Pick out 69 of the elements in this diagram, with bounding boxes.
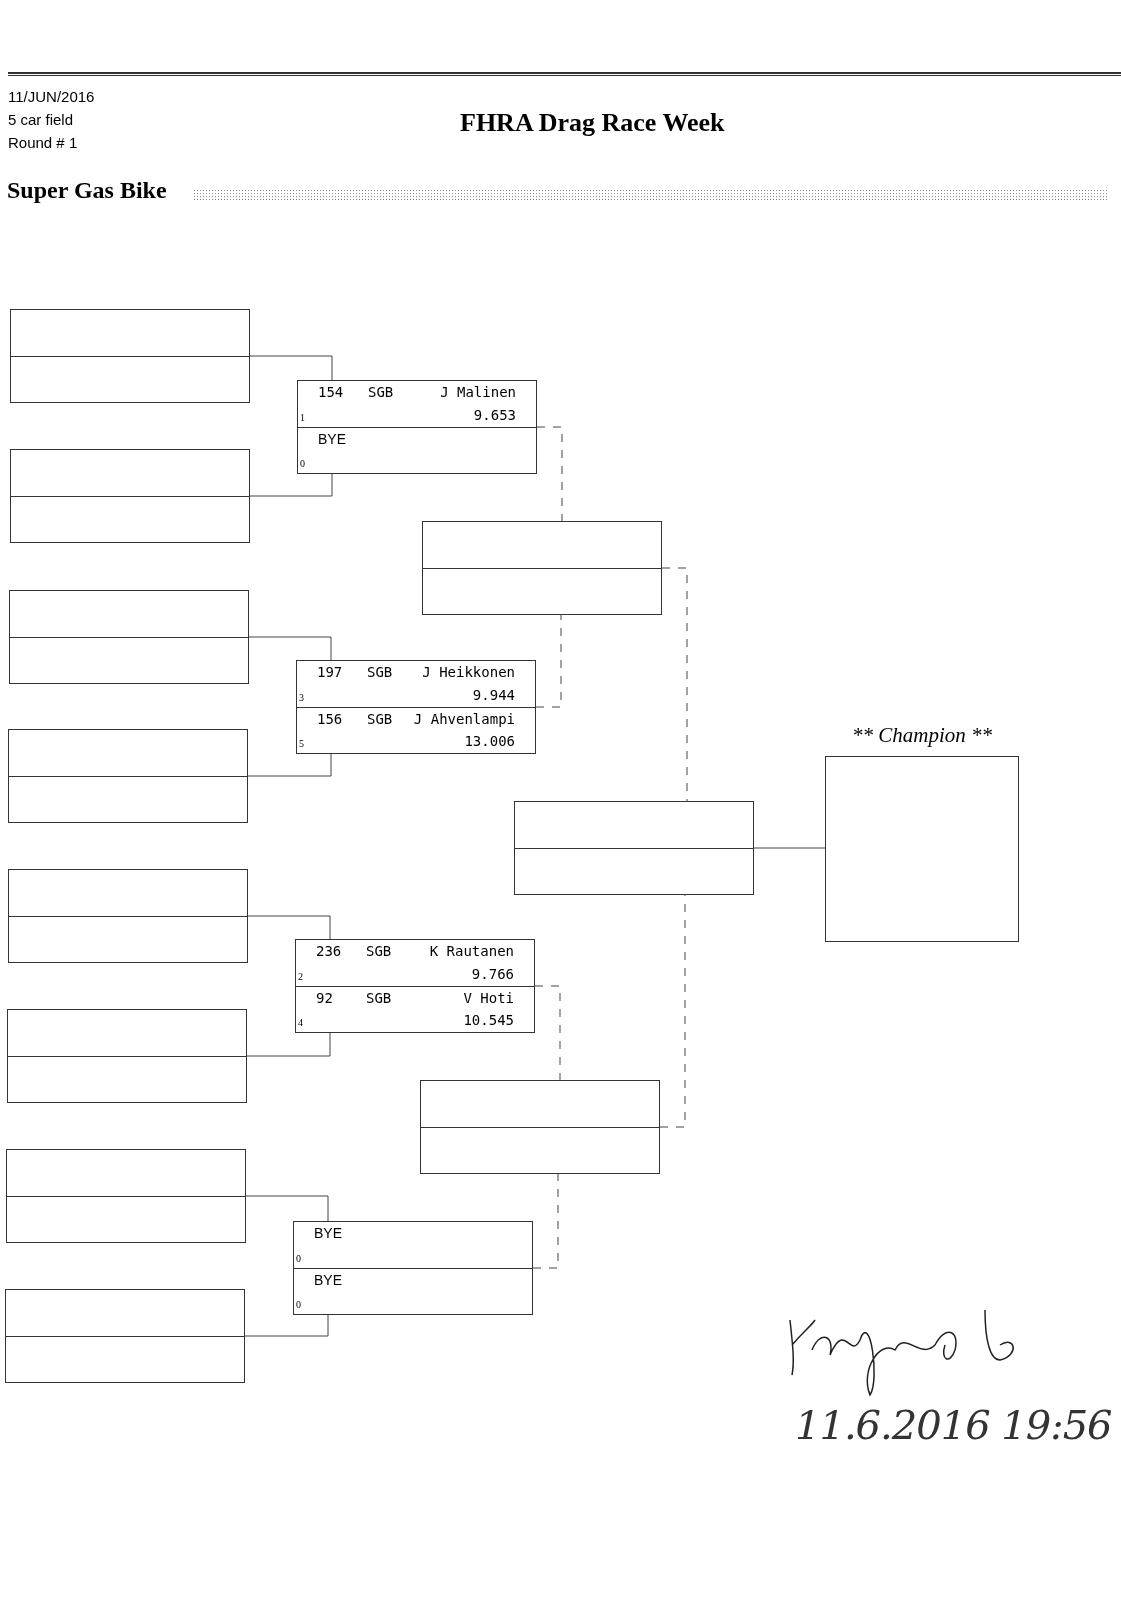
class-code: SGB xyxy=(368,383,394,402)
rider-name: K Rautanen xyxy=(429,942,514,961)
elapsed-time: 9.944 xyxy=(472,685,515,705)
champion-box xyxy=(825,756,1019,942)
bracket-box xyxy=(8,729,248,823)
elapsed-time: 9.766 xyxy=(471,964,514,984)
car-number: 236 xyxy=(316,942,342,961)
bracket-box xyxy=(10,449,250,543)
bye-text: BYE xyxy=(318,429,346,449)
lane-number: 5 xyxy=(299,737,304,751)
elapsed-time: 9.653 xyxy=(473,405,516,425)
bye-text: BYE xyxy=(314,1224,342,1243)
lane-number: 0 xyxy=(296,1251,301,1266)
champion-heading: ** Champion ** xyxy=(852,723,992,747)
bracket-line xyxy=(245,1195,329,1222)
bracket-box xyxy=(6,1149,246,1243)
bracket-line xyxy=(535,614,562,708)
bracket-line xyxy=(247,915,331,940)
bracket-line xyxy=(244,1314,329,1337)
bracket-box xyxy=(420,1080,660,1174)
title: FHRA Drag Race Week xyxy=(460,107,725,139)
bracket-line xyxy=(247,753,332,777)
round-text: Round # 1 xyxy=(8,133,78,153)
class-code: SGB xyxy=(367,663,393,682)
lane-number: 2 xyxy=(298,969,303,984)
rider-name: J Ahvenlampi xyxy=(413,709,515,729)
car-number: 92 xyxy=(316,988,333,1008)
elapsed-time: 13.006 xyxy=(464,732,515,751)
lane-number: 0 xyxy=(300,457,305,471)
lane-number: 3 xyxy=(299,690,304,705)
bracket-box xyxy=(8,869,248,963)
bracket-line xyxy=(248,636,332,661)
bracket-box xyxy=(296,660,536,754)
bracket-line xyxy=(532,1173,559,1269)
bracket-line xyxy=(753,847,826,849)
bracket-box xyxy=(422,521,662,615)
bracket-box xyxy=(9,590,249,684)
bye-text: BYE xyxy=(314,1270,342,1290)
car-number: 154 xyxy=(318,383,344,402)
bracket-box xyxy=(297,380,537,474)
car-number: 156 xyxy=(317,709,343,729)
lane-number: 4 xyxy=(298,1016,303,1030)
bracket-box xyxy=(514,801,754,895)
bracket-box xyxy=(293,1221,533,1315)
class-code: SGB xyxy=(366,942,392,961)
bracket-line xyxy=(249,355,333,381)
bracket-box xyxy=(5,1289,245,1383)
bracket-line xyxy=(249,473,333,497)
class-code: SGB xyxy=(367,709,393,729)
rider-name: J Heikkonen xyxy=(422,663,515,682)
rider-name: V Hoti xyxy=(463,988,514,1008)
date-text: 11/JUN/2016 xyxy=(8,87,95,107)
class-heading: Super Gas Bike xyxy=(7,176,167,205)
car-number: 197 xyxy=(317,663,343,682)
lane-number: 1 xyxy=(300,410,305,425)
bracket-line xyxy=(246,1032,331,1057)
handwritten-date: 11.6.2016 19:56 xyxy=(795,1401,1112,1450)
rider-name: J Malinen xyxy=(440,383,516,402)
field-size-text: 5 car field xyxy=(8,110,74,130)
elapsed-time: 10.545 xyxy=(463,1011,514,1030)
bracket-line xyxy=(661,567,688,802)
class-code: SGB xyxy=(366,988,392,1008)
bracket-line xyxy=(536,426,563,522)
lane-number: 0 xyxy=(296,1298,301,1312)
bracket-box xyxy=(10,309,250,403)
bracket-box xyxy=(295,939,535,1033)
bracket-line xyxy=(534,985,561,1081)
bracket-box xyxy=(7,1009,247,1103)
bracket-line xyxy=(659,894,686,1128)
